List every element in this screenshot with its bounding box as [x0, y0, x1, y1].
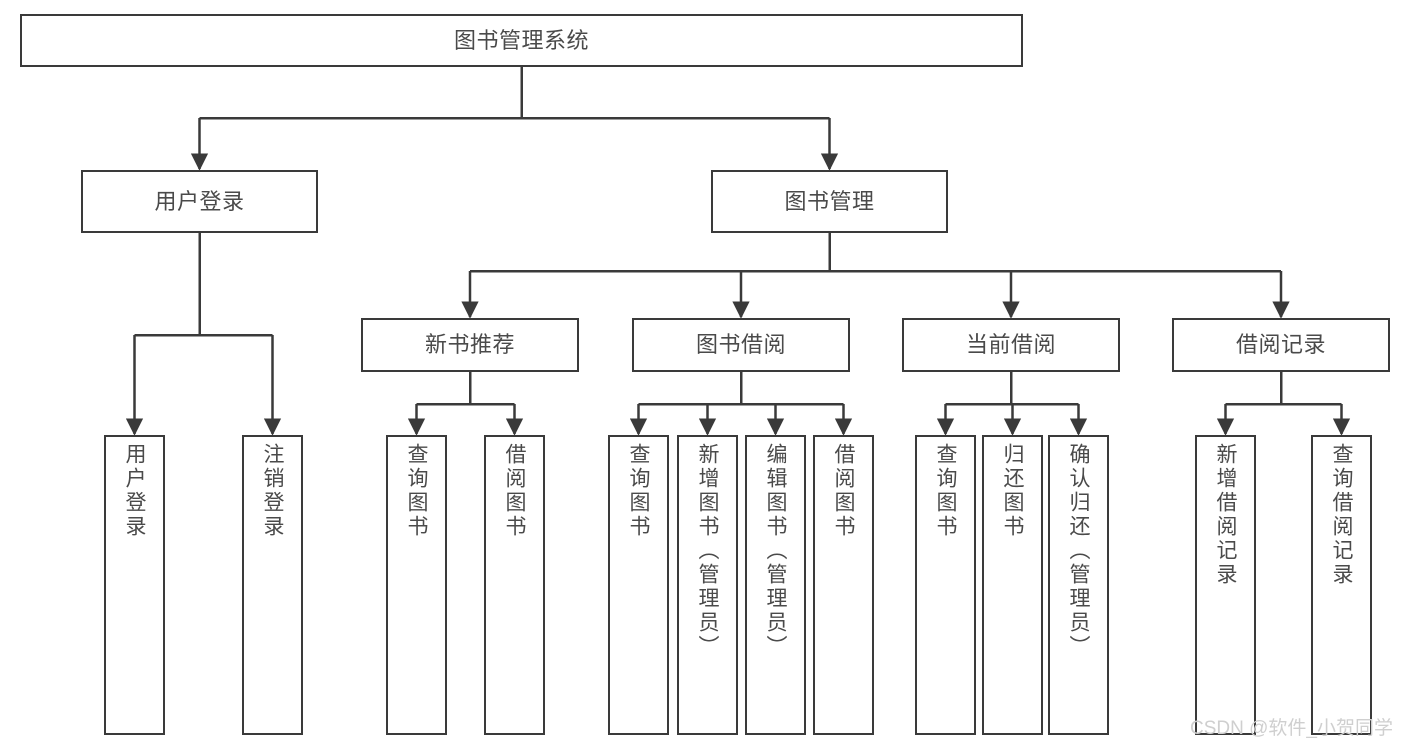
node-label: 注销登录 — [261, 443, 284, 539]
node-label: 图书借阅 — [695, 332, 786, 358]
node-label: 新增图书（管理员） — [696, 443, 719, 659]
node-label: 借阅图书 — [832, 443, 855, 539]
node-book-manage[interactable]: 图书管理 — [711, 170, 948, 233]
node-borrow-record[interactable]: 借阅记录 — [1172, 318, 1390, 372]
node-label: 新书推荐 — [424, 332, 515, 358]
node-current-borrow[interactable]: 当前借阅 — [902, 318, 1120, 372]
node-leaf-borrow-book-1[interactable]: 借阅图书 — [484, 435, 545, 735]
node-label: 当前借阅 — [965, 332, 1056, 358]
node-user-login[interactable]: 用户登录 — [81, 170, 318, 233]
node-label: 确认归还（管理员） — [1067, 443, 1090, 659]
node-label: 查询借阅记录 — [1330, 443, 1353, 587]
node-leaf-query-book-3[interactable]: 查询图书 — [915, 435, 976, 735]
node-leaf-edit-book-admin[interactable]: 编辑图书（管理员） — [745, 435, 806, 735]
node-leaf-user-logout[interactable]: 注销登录 — [242, 435, 303, 735]
node-label: 用户登录 — [154, 188, 245, 214]
node-leaf-return-book[interactable]: 归还图书 — [982, 435, 1043, 735]
node-leaf-query-book-2[interactable]: 查询图书 — [608, 435, 669, 735]
node-book-borrow[interactable]: 图书借阅 — [632, 318, 850, 372]
node-label: 查询图书 — [405, 443, 428, 539]
node-label: 查询图书 — [627, 443, 650, 539]
node-leaf-borrow-book-2[interactable]: 借阅图书 — [813, 435, 874, 735]
node-leaf-query-book-1[interactable]: 查询图书 — [386, 435, 447, 735]
node-label: 用户登录 — [123, 443, 146, 539]
edge-layer — [125, 67, 1351, 436]
node-leaf-query-borrow-record[interactable]: 查询借阅记录 — [1311, 435, 1372, 735]
node-label: 图书管理 — [784, 188, 875, 214]
node-leaf-add-book-admin[interactable]: 新增图书（管理员） — [677, 435, 738, 735]
node-label: 编辑图书（管理员） — [764, 443, 787, 659]
node-label: 归还图书 — [1001, 443, 1024, 539]
node-label: 借阅记录 — [1235, 332, 1326, 358]
node-new-book-recommend[interactable]: 新书推荐 — [361, 318, 579, 372]
node-label: 借阅图书 — [503, 443, 526, 539]
node-leaf-user-login[interactable]: 用户登录 — [104, 435, 165, 735]
node-label: 新增借阅记录 — [1214, 443, 1237, 587]
node-leaf-confirm-return-admin[interactable]: 确认归还（管理员） — [1048, 435, 1109, 735]
node-leaf-add-borrow-record[interactable]: 新增借阅记录 — [1195, 435, 1256, 735]
node-label: 查询图书 — [934, 443, 957, 539]
node-root[interactable]: 图书管理系统 — [20, 14, 1023, 67]
node-label: 图书管理系统 — [453, 27, 589, 53]
